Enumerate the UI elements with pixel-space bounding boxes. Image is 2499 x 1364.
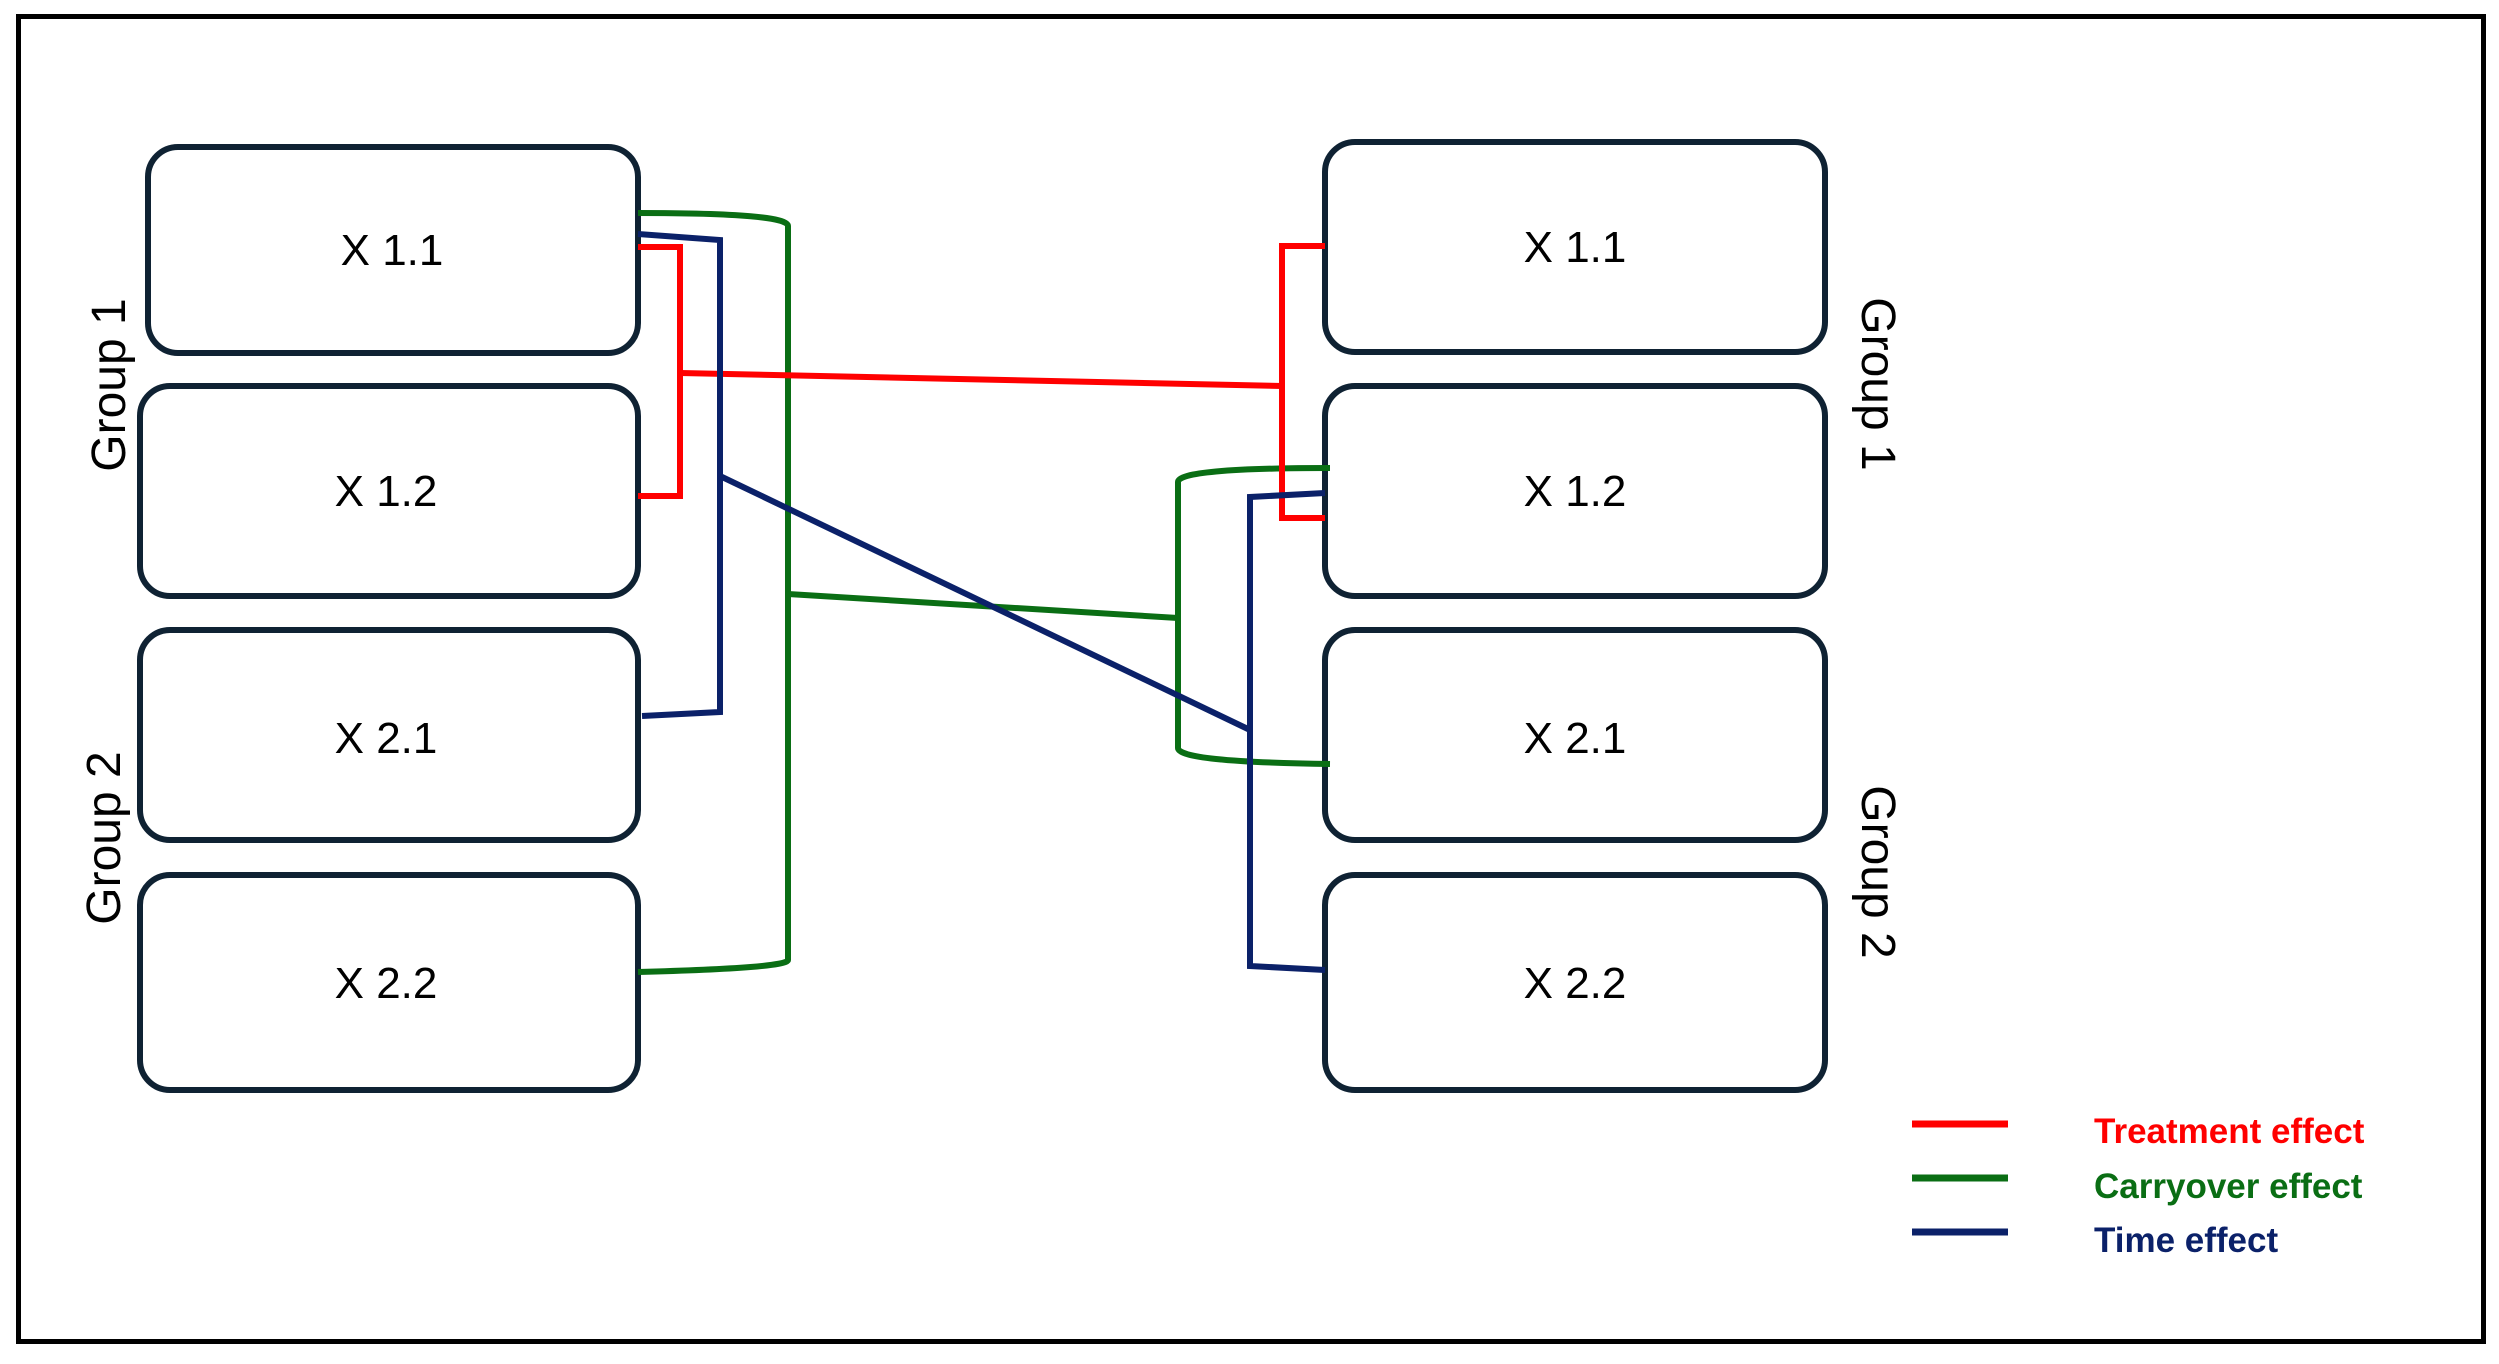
legend: Treatment effect Carryover effect Time e…	[1912, 1112, 2365, 1260]
left-box-x11-label: X 1.1	[341, 226, 444, 275]
left-column: X 1.1 X 1.2 X 2.1 X 2.2 Group 1 Group 2	[78, 144, 641, 1093]
left-box-x22	[137, 872, 641, 1093]
left-box-x21	[137, 627, 641, 843]
time-right-bracket	[1247, 490, 1326, 973]
left-box-x12	[137, 383, 641, 599]
treatment-connector	[679, 370, 1283, 389]
right-group-1-label: Group 1	[1851, 297, 1904, 470]
treatment-left-bracket	[638, 244, 683, 499]
right-box-x21-label: X 2.1	[1524, 714, 1627, 763]
left-box-x12-label: X 1.2	[335, 467, 438, 516]
right-box-x22-label: X 2.2	[1524, 959, 1627, 1008]
treatment-right-bracket	[1279, 243, 1325, 521]
right-column: X 1.1 X 1.2 X 2.1 X 2.2 Group 1 Group 2	[1322, 139, 1904, 1093]
time-effect-lines	[637, 231, 1326, 973]
right-box-x22	[1322, 872, 1828, 1093]
right-box-x12-label: X 1.2	[1524, 467, 1627, 516]
right-box-x12	[1322, 383, 1828, 599]
time-connector	[718, 473, 1252, 733]
treatment-effect-lines	[638, 243, 1325, 521]
carryover-right-bracket	[1175, 465, 1331, 767]
left-box-x22-label: X 2.2	[335, 959, 438, 1008]
legend-time-label: Time effect	[2094, 1221, 2278, 1260]
left-group-2-label: Group 2	[78, 751, 131, 924]
carryover-connector	[787, 591, 1179, 621]
legend-treatment-label: Treatment effect	[2094, 1112, 2365, 1151]
carryover-left-bracket	[637, 210, 791, 975]
right-box-x21	[1322, 627, 1828, 843]
left-group-1-label: Group 1	[83, 298, 136, 471]
left-box-x21-label: X 2.1	[335, 714, 438, 763]
carryover-effect-lines	[637, 210, 1331, 975]
legend-carryover-label: Carryover effect	[2094, 1167, 2363, 1206]
right-box-x11-label: X 1.1	[1524, 223, 1627, 272]
right-group-2-label: Group 2	[1851, 785, 1904, 958]
